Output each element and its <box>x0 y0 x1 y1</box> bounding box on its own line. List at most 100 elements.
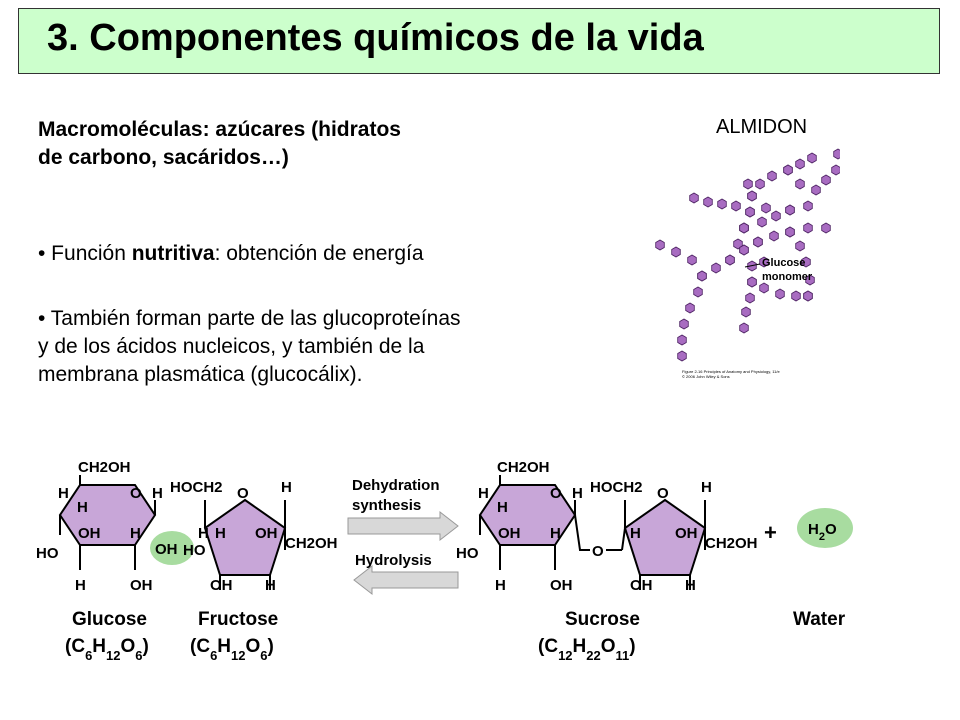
glucose-monomer-hexagon <box>677 350 687 362</box>
glucose-monomer-hexagon <box>811 184 821 196</box>
glucose-monomer-hexagon <box>803 200 813 212</box>
glucose-formula: (C6H12O6) <box>65 636 149 663</box>
atom-h: H <box>495 577 506 594</box>
glucose-monomer-hexagon <box>677 334 687 346</box>
figure-caption-line1: Figure 2-16 Principles of Anatomy and Ph… <box>682 369 780 374</box>
atom-o: O <box>237 485 249 502</box>
atom-h: H <box>77 499 88 516</box>
glucose-monomer-hexagon <box>783 164 793 176</box>
sucrose-formula: (C12H22O11) <box>538 636 636 663</box>
reverse-arrow <box>353 564 459 596</box>
glucose-monomer-hexagon <box>711 262 721 274</box>
glucose-monomer-hexagon <box>717 198 727 210</box>
glucose-monomer-hexagon <box>755 178 765 190</box>
reactive-oh-highlight <box>150 531 194 565</box>
glucose-monomer-hexagon <box>791 290 801 302</box>
atom-ho: HO <box>183 542 206 559</box>
glucose-monomer-hexagon <box>795 240 805 252</box>
glucose-monomer-hexagon <box>771 210 781 222</box>
bullet-prefix: • Función <box>38 242 132 265</box>
atom-h: H <box>130 525 141 542</box>
glucose-monomer-hexagon <box>685 302 695 314</box>
glucose-monomer-hexagon <box>807 152 817 164</box>
sucrose-reaction-diagram: CH2OH H O H H OH H HO H OH OH HOCH2 O H … <box>36 459 853 663</box>
glucose-monomer-hexagon <box>759 282 769 294</box>
atom-h: H <box>685 577 696 594</box>
atom-h: H <box>550 525 561 542</box>
dehydration-label-line2: synthesis <box>352 497 421 514</box>
atom-oh: OH <box>155 541 178 558</box>
glucose-monomer-hexagon <box>753 236 763 248</box>
page-title: 3. Componentes químicos de la vida <box>47 17 704 59</box>
atom-h: H <box>572 485 583 502</box>
glucose-monomer-hexagon <box>795 158 805 170</box>
sucrose-fructose-ring <box>623 498 707 576</box>
title-banner: 3. Componentes químicos de la vida <box>18 8 940 74</box>
reaction-arrows: Dehydration synthesis Hydrolysis <box>347 477 459 596</box>
atom-oh: OH <box>498 525 521 542</box>
glucose-monomer-hexagon <box>741 306 751 318</box>
fructose-name: Fructose <box>198 609 278 630</box>
atom-oh: OH <box>78 525 101 542</box>
bullet-bold-term: nutritiva <box>131 242 215 265</box>
monomer-label-line2: monomer <box>762 271 813 283</box>
glucose-monomer-hexagon <box>745 292 755 304</box>
atom-ho: HO <box>36 545 59 562</box>
glucose-monomer-hexagon <box>785 226 795 238</box>
atom-h: H <box>215 525 226 542</box>
atom-oh: OH <box>210 577 233 594</box>
atom-h: H <box>701 479 712 496</box>
fructose-formula: (C6H12O6) <box>190 636 274 663</box>
glucose-monomer-hexagon <box>801 256 811 268</box>
monomer-label-line1: Glucose <box>762 257 805 269</box>
glucose-monomer-hexagon <box>743 178 753 190</box>
glucose-monomer-hexagon <box>739 244 749 256</box>
sucrose-molecule: CH2OH H O H H OH H HO H OH O HOCH2 O H H… <box>456 459 758 594</box>
glucose-monomer-hexagon <box>775 288 785 300</box>
forward-arrow <box>347 510 459 542</box>
glucose-monomer-hexagon <box>655 239 665 251</box>
atom-oh: OH <box>630 577 653 594</box>
glucose-monomer-hexagon <box>769 230 779 242</box>
water-highlight <box>797 508 853 548</box>
hydrolysis-label: Hydrolysis <box>355 552 432 569</box>
glucose-monomer-hexagon <box>821 174 831 186</box>
glucose-monomer-hexagon <box>671 246 681 258</box>
glucose-monomer-hexagon <box>821 222 831 234</box>
glucose-monomer-hexagon <box>747 190 757 202</box>
atom-ho: HO <box>456 545 479 562</box>
section-heading: Macromoléculas: azúcares (hidratos de ca… <box>38 118 401 169</box>
glucose-monomer-hexagon <box>795 178 805 190</box>
water-name: Water <box>793 609 846 630</box>
fructose-hoch2: HOCH2 <box>170 479 223 496</box>
glucose-monomer-hexagon <box>767 170 777 182</box>
glucose-monomer-hexagon <box>803 290 813 302</box>
dehydration-label-line1: Dehydration <box>352 477 440 494</box>
glucose-monomer-hexagon <box>679 318 689 330</box>
sucrose-hoch2: HOCH2 <box>590 479 643 496</box>
fructose-ch2oh: CH2OH <box>285 535 338 552</box>
glucose-monomer-hexagon <box>785 204 795 216</box>
glucose-monomer-hexagon <box>689 192 699 204</box>
glucose-name: Glucose <box>72 609 147 630</box>
atom-h: H <box>75 577 86 594</box>
glucose-monomer-hexagon <box>805 274 815 286</box>
starch-label: ALMIDON <box>716 116 808 138</box>
glucose-monomer-hexagon <box>693 286 703 298</box>
fructose-ring <box>203 498 287 576</box>
glucose-monomer-hexagon <box>731 200 741 212</box>
atom-h: H <box>630 525 641 542</box>
atom-h: H <box>497 499 508 516</box>
glucose-monomer-hexagon <box>831 164 840 176</box>
atom-o: O <box>657 485 669 502</box>
starch-diagram: Glucose monomer Figure 2-16 Principles o… <box>655 148 840 379</box>
sucrose-ch2oh: CH2OH <box>497 459 550 476</box>
fructose-molecule: HOCH2 O H H H HO OH CH2OH OH H <box>170 479 338 594</box>
monomer-pointer <box>744 263 761 268</box>
atom-o: O <box>130 485 142 502</box>
glucose-monomer-hexagon <box>759 256 769 268</box>
bullet-structural: • También forman parte de las glucoprote… <box>38 307 461 386</box>
atom-h: H <box>265 577 276 594</box>
glycosidic-o: O <box>592 543 604 560</box>
water-formula: H2O <box>808 521 837 543</box>
